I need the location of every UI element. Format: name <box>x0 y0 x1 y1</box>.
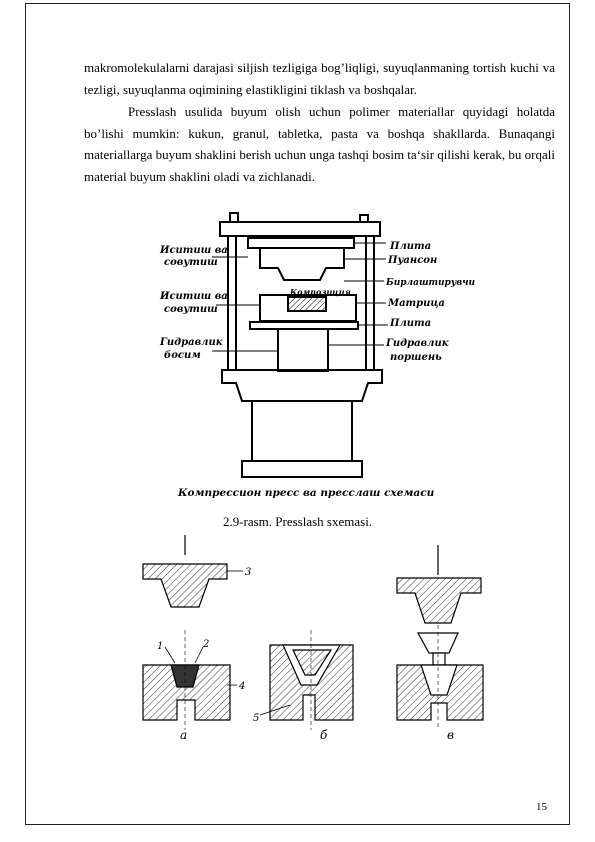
number-5: 5 <box>253 713 259 724</box>
label-punch: Пуансон <box>387 255 437 266</box>
page-number: 15 <box>536 801 547 813</box>
label-matrix: Матрица <box>387 298 445 309</box>
label-hydraulic-piston-1: Гидравлик <box>385 338 449 349</box>
pressing-stages-figure: 3 1 2 4 5 а б в <box>142 535 484 742</box>
label-hydraulic-press-1: Гидравлик <box>159 337 223 348</box>
label-heat-cool-bottom-1: Иситиш ва <box>159 291 228 302</box>
number-3: 3 <box>245 567 251 578</box>
panel-label-b: б <box>320 728 328 742</box>
label-guide: Бирлаштирувчи <box>385 278 476 288</box>
paragraph-1: makromolekulalarni darajasi siljish tezl… <box>84 60 555 97</box>
figure-caption: 2.9-rasm. Presslash sxemasi. <box>222 514 373 529</box>
number-1: 1 <box>157 641 163 652</box>
paragraph-2: Presslash usulida buyum olish uchun poli… <box>84 104 555 184</box>
press-schematic-figure: Иситиш ва совутиш Иситиш ва совутиш Гидр… <box>159 212 476 499</box>
panel-label-a: а <box>180 728 187 742</box>
label-composition: Композиция <box>289 287 351 297</box>
label-plate-bottom: Плита <box>389 318 431 329</box>
label-plate-top: Плита <box>389 241 431 252</box>
figure-title: Компрессион пресс ва пресслаш схемаси <box>177 487 435 499</box>
label-heat-cool-top-2: совутиш <box>164 257 218 268</box>
number-2: 2 <box>202 639 209 650</box>
page-border <box>25 3 570 825</box>
number-4: 4 <box>238 681 245 692</box>
panel-label-v: в <box>447 728 454 742</box>
label-hydraulic-press-2: босим <box>164 350 201 361</box>
label-hydraulic-piston-2: поршень <box>390 352 442 363</box>
label-heat-cool-top-1: Иситиш ва <box>159 245 228 256</box>
label-heat-cool-bottom-2: совутиш <box>164 304 218 315</box>
